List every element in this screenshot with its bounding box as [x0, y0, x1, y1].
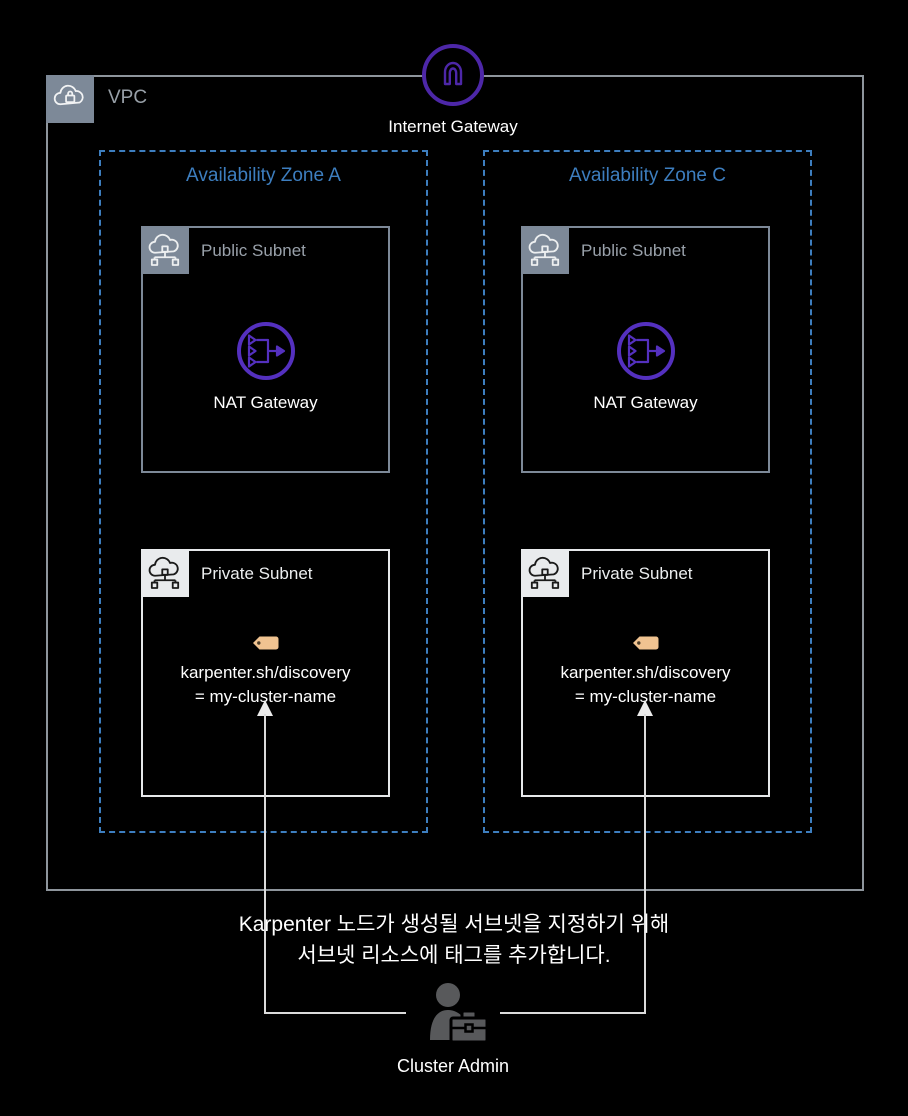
private-subnet-label: Private Subnet	[581, 564, 693, 583]
annotation-text: Karpenter 노드가 생성될 서브넷을 지정하기 위해 서브넷 리소스에 …	[0, 909, 908, 971]
tag-key: karpenter.sh/discovery	[560, 663, 731, 682]
karpenter-tag-text: karpenter.sh/discovery = my-cluster-name	[143, 661, 388, 709]
internet-gateway-icon	[422, 44, 484, 106]
private-subnet-icon	[141, 549, 189, 597]
private-subnet-zone-c: Private Subnet karpenter.sh/discovery = …	[521, 549, 770, 797]
arrowhead-left	[257, 700, 273, 716]
nat-gateway-icon	[616, 322, 675, 380]
public-subnet-label: Public Subnet	[201, 241, 306, 260]
tag-key: karpenter.sh/discovery	[180, 663, 351, 682]
vpc-icon	[46, 75, 94, 123]
arrowhead-right	[637, 700, 653, 716]
public-subnet-label: Public Subnet	[581, 241, 686, 260]
public-subnet-icon	[141, 226, 189, 274]
tag-icon	[252, 635, 280, 656]
availability-zone-c: Availability Zone C	[483, 150, 812, 833]
connector-line-right	[644, 714, 646, 1013]
tag-value: = my-cluster-name	[194, 687, 337, 706]
public-subnet-icon	[521, 226, 569, 274]
annotation-line-2: 서브넷 리소스에 태그를 추가합니다.	[297, 944, 611, 967]
tag-value: = my-cluster-name	[574, 687, 717, 706]
vpc-label: VPC	[108, 87, 148, 108]
nat-gateway-label: NAT Gateway	[213, 393, 318, 412]
public-subnet-zone-a: Public Subnet NAT Gateway	[141, 226, 390, 473]
nat-gateway-label: NAT Gateway	[593, 393, 698, 412]
karpenter-tag-text: karpenter.sh/discovery = my-cluster-name	[523, 661, 768, 709]
availability-zone-c-label: Availability Zone C	[568, 165, 726, 186]
private-subnet-zone-a: Private Subnet karpenter.sh/discovery = …	[141, 549, 390, 797]
private-subnet-label: Private Subnet	[201, 564, 313, 583]
cluster-admin-label: Cluster Admin	[396, 1056, 510, 1076]
cluster-admin-icon	[406, 977, 500, 1049]
internet-gateway-label: Internet Gateway	[388, 117, 518, 136]
nat-gateway-icon	[236, 322, 295, 380]
tag-icon	[632, 635, 660, 656]
availability-zone-a-label: Availability Zone A	[186, 165, 341, 186]
annotation-line-1: Karpenter 노드가 생성될 서브넷을 지정하기 위해	[238, 913, 670, 936]
private-subnet-icon	[521, 549, 569, 597]
connector-line-left	[264, 714, 266, 1013]
public-subnet-zone-c: Public Subnet NAT Gateway	[521, 226, 770, 473]
availability-zone-a: Availability Zone A	[99, 150, 428, 833]
